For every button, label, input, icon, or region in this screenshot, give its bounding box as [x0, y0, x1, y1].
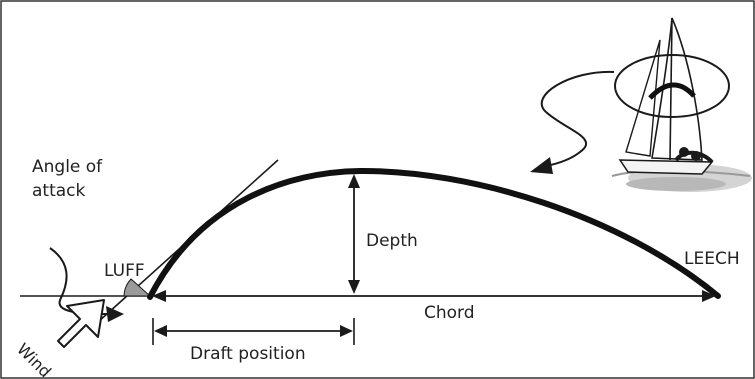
label-angle-of-attack-2: attack — [32, 181, 86, 201]
label-depth: Depth — [366, 231, 418, 251]
label-chord: Chord — [424, 303, 475, 323]
depth-arrowhead-top — [348, 174, 360, 188]
boat-pointer-arrowhead — [530, 157, 553, 174]
label-luff: LUFF — [104, 261, 145, 281]
draft-arrowhead-right — [340, 325, 353, 337]
chord-arrowhead-right — [702, 290, 716, 302]
angle-of-attack-wedge — [123, 278, 152, 297]
label-angle-of-attack-1: Angle of — [32, 157, 103, 177]
angle-pointer-arrowhead — [106, 306, 124, 322]
sailboat-illustration — [611, 17, 752, 192]
label-leech: LEECH — [684, 249, 740, 269]
sail-curve — [147, 167, 721, 300]
wind-arrow-icon — [57, 299, 105, 348]
chord-arrowhead-left — [152, 290, 166, 302]
depth-arrowhead-bottom — [348, 280, 360, 294]
label-wind: Wind — [13, 339, 55, 379]
draft-arrowhead-left — [154, 325, 167, 337]
label-draft-position: Draft position — [190, 344, 306, 364]
boat-pointer-curve — [540, 70, 615, 167]
